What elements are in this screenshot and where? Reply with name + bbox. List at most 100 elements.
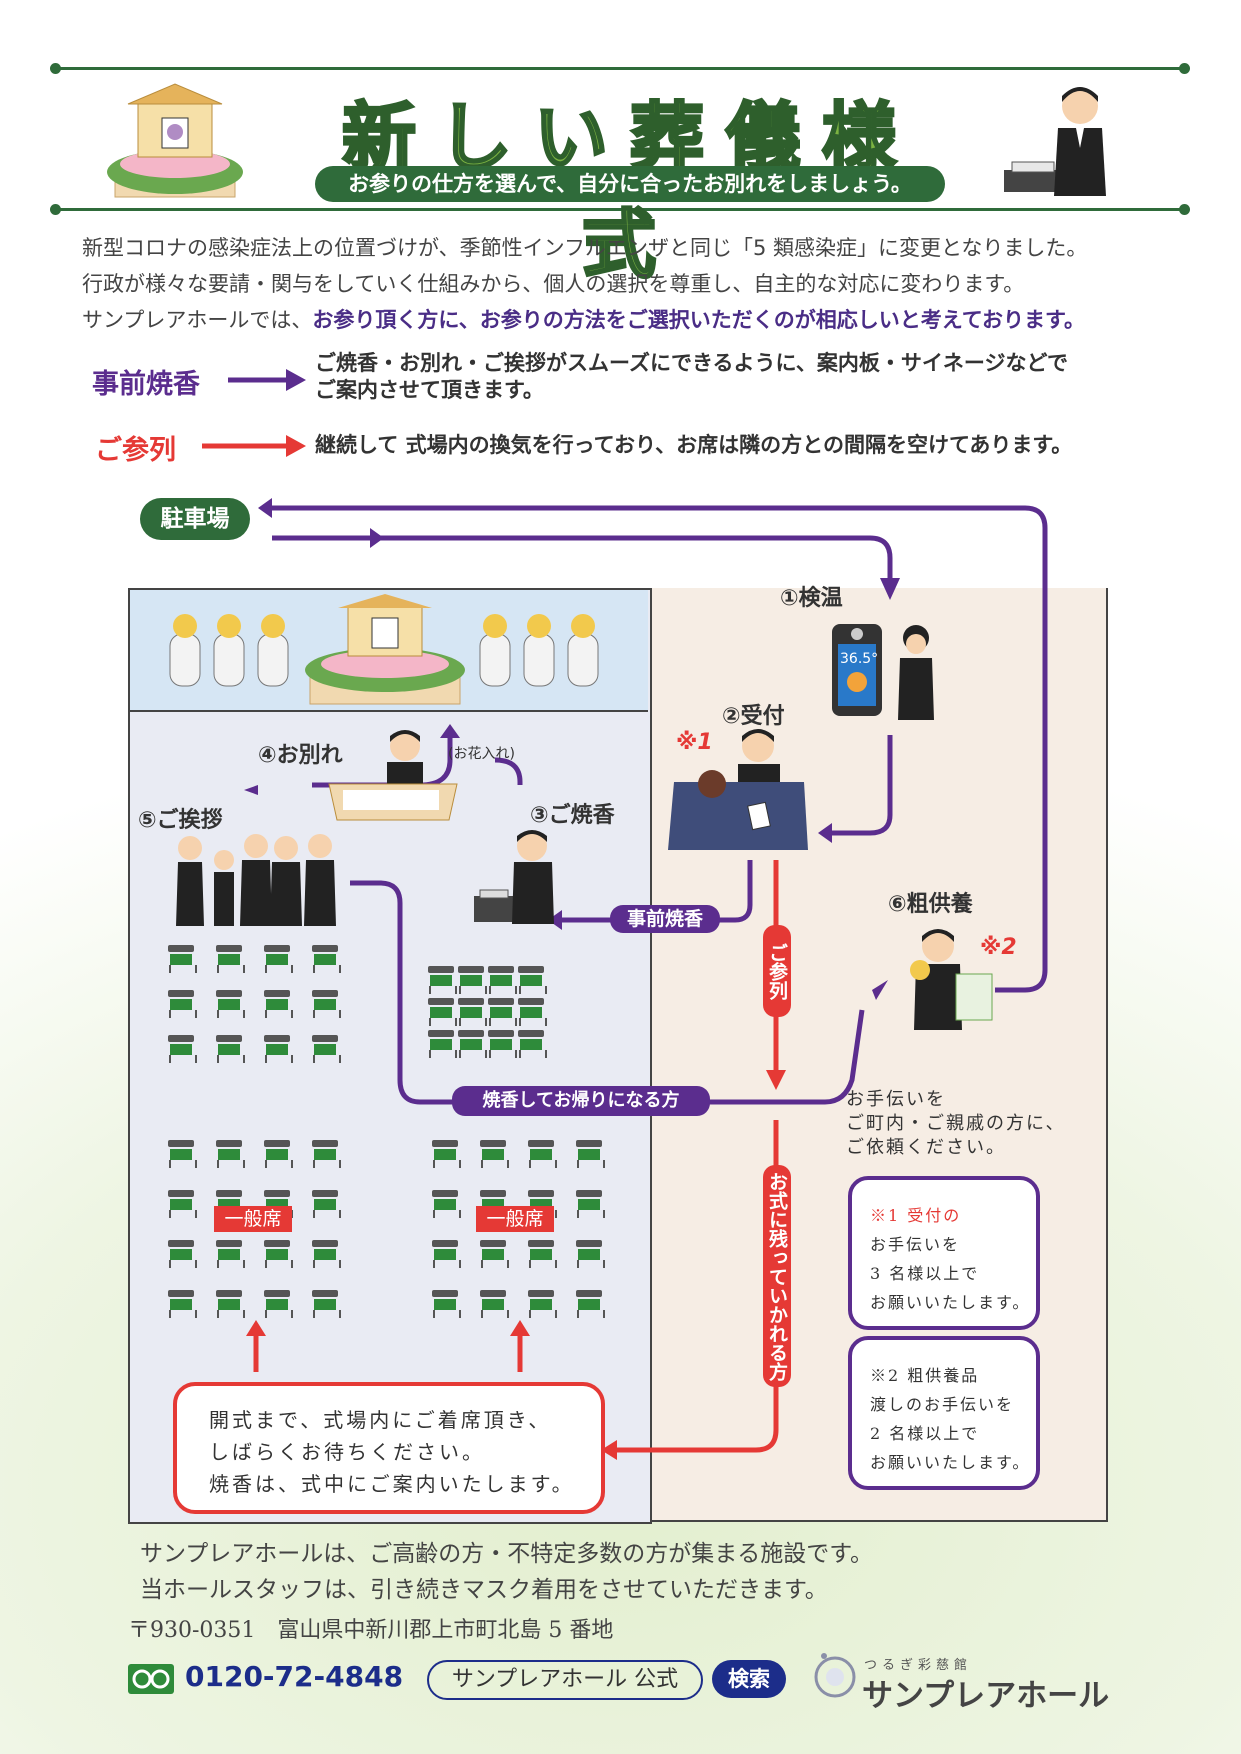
- helper-note-line-3: ご依頼ください。: [846, 1137, 1006, 1158]
- gift-giver-illustration: [910, 929, 993, 1030]
- chair: [264, 1140, 293, 1168]
- incense-table-illustration: [474, 830, 554, 924]
- free-dial-icon: [128, 1664, 174, 1694]
- chair: [480, 1140, 509, 1168]
- wait-seated-note: 開式まで、式場内にご着席頂き、 しばらくお待ちください。 焼香は、式中にご案内い…: [173, 1382, 605, 1514]
- chair: [216, 945, 245, 973]
- helper-note-line-1: お手伝いを: [846, 1089, 946, 1110]
- intro-line-3: サンプレアホールでは、お参り頂く方に、お参りの方法をご選択いただくのが相応しいと…: [82, 302, 1087, 338]
- phone-number[interactable]: 0120-72-4848: [185, 1660, 404, 1693]
- intro-line-1: 新型コロナの感染症法上の位置づけが、季節性インフルエンザと同じ「5 類感染症」に…: [82, 236, 1088, 260]
- purple-arrow-icon: [228, 369, 306, 391]
- chair: [168, 1290, 197, 1318]
- chair: [576, 1190, 605, 1218]
- general-seating-label-right: 一般席: [476, 1206, 554, 1232]
- wait-line-1: 開式まで、式場内にご着席頂き、: [209, 1408, 552, 1432]
- chair: [216, 1035, 245, 1063]
- search-query-box[interactable]: サンプレアホール 公式: [427, 1660, 703, 1700]
- chair: [264, 945, 293, 973]
- chair: [432, 1140, 461, 1168]
- chair: [428, 966, 457, 994]
- note1-title: ※1 受付の: [870, 1202, 961, 1226]
- intro-line-2: 行政が様々な要請・関与をしていく仕組みから、個人の選択を尊重し、自主的な対応に変…: [82, 272, 1025, 296]
- altar-illustration: [107, 83, 243, 198]
- legend-pre-incense-text: ご焼香・お別れ・ご挨拶がスムーズにできるように、案内板・サイネージなどで ご案内…: [315, 350, 1068, 404]
- reception-help-note: ※1 受付の お手伝いを 3 名様以上で お願いいたします。: [848, 1176, 1040, 1330]
- chair: [432, 1190, 461, 1218]
- chair: [168, 1140, 197, 1168]
- wait-line-2: しばらくお待ちください。: [209, 1440, 485, 1464]
- header-bottom-rule: [50, 204, 1190, 215]
- chair: [312, 945, 341, 973]
- chair: [528, 1240, 557, 1268]
- note2-title: ※2 粗供養品: [870, 1362, 979, 1386]
- chair: [488, 1030, 517, 1058]
- step-farewell-sub: (お花入れ): [448, 746, 515, 762]
- chair: [480, 1290, 509, 1318]
- chair: [428, 1030, 457, 1058]
- pre-incense-tag: 事前焼香: [610, 905, 720, 933]
- chair: [312, 1290, 341, 1318]
- chair: [168, 1190, 197, 1218]
- chair: [518, 966, 547, 994]
- step-greeting: ⑤ご挨拶: [138, 808, 223, 833]
- chair: [216, 1140, 245, 1168]
- step-farewell: ④お別れ: [258, 743, 343, 768]
- helper-request-note: お手伝いを ご町内・ご親戚の方に、 ご依頼ください。: [846, 1088, 1065, 1160]
- footer-line-2: 当ホールスタッフは、引き続きマスク着用をさせていただきます。: [140, 1577, 828, 1603]
- giveaway-help-note: ※2 粗供養品 渡しのお手伝いを 2 名様以上で お願いいたします。: [848, 1336, 1040, 1490]
- legend-attend-label: ご参列: [95, 435, 176, 466]
- reception-note-mark: ※1: [676, 730, 713, 755]
- legend-attend-text: 継続して 式場内の換気を行っており、お席は隣の方との間隔を空けてあります。: [315, 433, 1073, 457]
- chair: [576, 1290, 605, 1318]
- step-reception: ②受付: [722, 704, 785, 729]
- stay-for-ceremony-tag: お式に残っていかれる方: [763, 1165, 791, 1387]
- chair: [312, 1140, 341, 1168]
- chair: [432, 1240, 461, 1268]
- chair: [168, 990, 197, 1018]
- red-arrow-icon: [202, 435, 306, 457]
- intro-text: 新型コロナの感染症法上の位置づけが、季節性インフルエンザと同じ「5 類感染症」に…: [82, 230, 1087, 338]
- note1-line-2: お手伝いを: [870, 1235, 961, 1254]
- chair: [576, 1140, 605, 1168]
- mourner-illustration: [1004, 87, 1106, 196]
- chair: [216, 1290, 245, 1318]
- attend-tag: ご参列: [763, 925, 791, 1017]
- chair: [488, 998, 517, 1026]
- chair: [432, 1290, 461, 1318]
- legend-pre-incense-label: 事前焼香: [92, 369, 200, 400]
- chair: [576, 1240, 605, 1268]
- chair: [264, 1035, 293, 1063]
- chair: [312, 1035, 341, 1063]
- search-button[interactable]: 検索: [712, 1660, 786, 1698]
- intro-line-3-prefix: サンプレアホールでは、: [82, 308, 313, 332]
- note1-title-text: ※1 受付の: [870, 1206, 962, 1225]
- legend-pre-incense-line-1: ご焼香・お別れ・ご挨拶がスムーズにできるように、案内板・サイネージなどで: [315, 351, 1069, 375]
- chair: [312, 1240, 341, 1268]
- leave-after-incense-tag: 焼香してお帰りになる方: [452, 1086, 710, 1116]
- hall-logo-name: サンプレアホール: [862, 1678, 1110, 1714]
- chair: [528, 1140, 557, 1168]
- chair: [168, 1240, 197, 1268]
- coffin-illustration: [328, 730, 458, 821]
- giveaway-note-mark: ※2: [980, 935, 1017, 960]
- chair: [528, 1290, 557, 1318]
- note2-line-3: 2 名様以上で: [870, 1424, 980, 1443]
- intro-line-3-highlight: お参り頂く方に、お参りの方法をご選択いただくのが相応しいと考えております。: [312, 308, 1085, 332]
- chair: [428, 998, 457, 1026]
- note1-line-4: お願いいたします。: [870, 1293, 1031, 1312]
- wait-line-3: 焼香は、式中にご案内いたします。: [209, 1472, 575, 1496]
- thermometer-device-icon: [832, 624, 934, 720]
- chair: [264, 1290, 293, 1318]
- note2-line-4: お願いいたします。: [870, 1453, 1031, 1472]
- parking-badge: 駐車場: [140, 498, 250, 540]
- note2-title-text: ※2 粗供養品: [870, 1366, 980, 1385]
- thermometer-reading: 36.5°: [840, 651, 879, 667]
- chair: [216, 990, 245, 1018]
- chair: [312, 1190, 341, 1218]
- chair: [216, 1240, 245, 1268]
- helper-note-line-2: ご町内・ご親戚の方に、: [846, 1113, 1066, 1134]
- header-top-rule: [50, 63, 1190, 74]
- family-illustration: [176, 834, 336, 926]
- ceremony-hall: [128, 588, 652, 1524]
